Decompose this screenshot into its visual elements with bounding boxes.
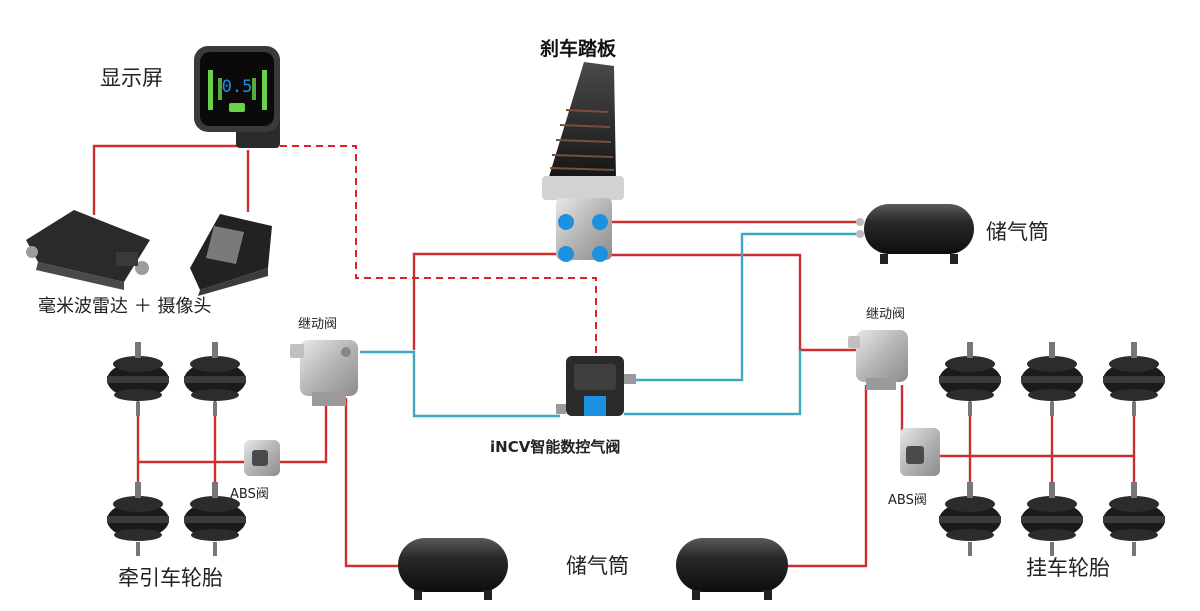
label-brake-pedal: 刹车踏板 xyxy=(540,38,617,60)
label-radar-camera: 毫米波雷达 ＋ 摄像头 xyxy=(38,296,212,317)
relay-valve-right xyxy=(848,330,908,390)
signal-lines-dashed xyxy=(268,145,597,356)
label-trailer-tires: 挂车轮胎 xyxy=(1026,556,1110,580)
radar-unit xyxy=(26,210,150,290)
tractor-brake-chambers xyxy=(107,342,246,556)
air-tank-bottom-left xyxy=(398,538,508,600)
label-abs-left: ABS阀 xyxy=(230,487,269,502)
label-tractor-tires: 牵引车轮胎 xyxy=(118,566,223,590)
label-display: 显示屏 xyxy=(100,66,163,90)
brake-pedal xyxy=(542,62,624,262)
label-relay-valve-left: 继动阀 xyxy=(298,317,338,332)
label-incv: iNCV智能数控气阀 xyxy=(490,438,621,456)
label-abs-right: ABS阀 xyxy=(888,493,927,508)
camera-unit xyxy=(190,214,272,296)
abs-valve-right xyxy=(900,428,940,476)
control-lines xyxy=(360,232,858,418)
pressure-lines xyxy=(92,144,1136,568)
label-air-tank-bottom: 储气筒 xyxy=(566,554,629,578)
display-readout: 0.5 xyxy=(222,77,253,97)
label-relay-valve-right: 继动阀 xyxy=(866,307,906,322)
label-air-tank-right: 储气筒 xyxy=(986,220,1049,244)
relay-valve-left xyxy=(290,340,358,406)
air-tank-bottom-right xyxy=(676,538,788,600)
air-tank-upper-right xyxy=(856,204,974,264)
abs-valve-left xyxy=(244,440,280,476)
display-unit: 0.5 xyxy=(194,46,280,148)
incv-valve-unit xyxy=(556,356,636,416)
